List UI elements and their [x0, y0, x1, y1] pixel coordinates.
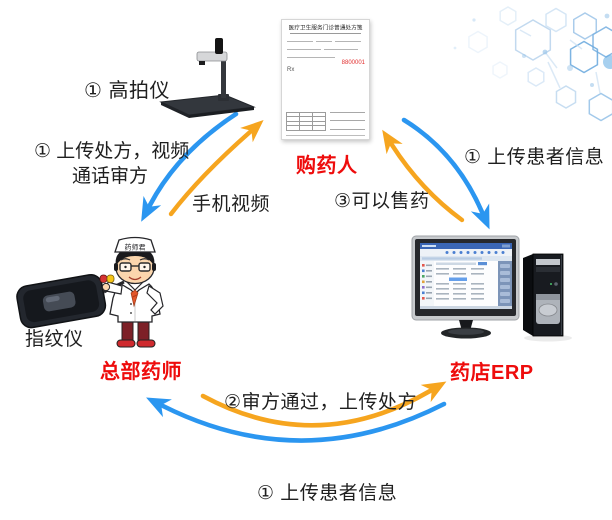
can-sell-label: ③可以售药	[334, 191, 430, 212]
molecule-decoration	[453, 4, 612, 125]
scanner-label: ① 高拍仪	[84, 80, 170, 102]
upload-prescription-video-line1: ① 上传处方，视频	[34, 141, 190, 162]
erp-computer-illustration	[411, 235, 572, 342]
erp-label: 药店ERP	[450, 362, 534, 384]
fingerprint-label: 指纹仪	[25, 329, 84, 350]
erp-screen	[420, 243, 512, 309]
prescription-serial: 8800001	[341, 60, 365, 66]
upload-prescription-video-line2: 通话审方	[71, 166, 148, 187]
prescription-fields	[282, 36, 369, 60]
capsule-icon	[99, 274, 115, 283]
upload-patient-info-bottom-label: ① 上传患者信息	[257, 483, 398, 504]
divider	[289, 33, 362, 34]
prescription-table	[286, 111, 326, 131]
pharmacist-cap-text: 药师君	[125, 243, 146, 252]
prescription-title: 医疗卫生服务门诊普通处方笺	[288, 25, 363, 32]
fingerprint-reader-illustration	[16, 274, 125, 329]
phone-video-label: 手机视频	[192, 194, 271, 215]
upload-patient-info-right-label: ① 上传患者信息	[464, 147, 605, 168]
rx-symbol: Rx	[287, 67, 295, 73]
upload-prescription-video-label: ① 上传处方，视频 通话审方	[34, 139, 190, 189]
review-pass-label: ②审方通过，上传处方	[224, 392, 418, 413]
document-camera-illustration	[159, 38, 256, 118]
buyer-label: 购药人	[296, 155, 358, 177]
pharmacist-label: 总部药师	[100, 361, 182, 383]
prescription-signature-lines	[330, 106, 365, 132]
prescription-footer	[282, 106, 369, 134]
pharmacist-illustration: 药师君	[99, 236, 164, 348]
prescription-document: 医疗卫生服务门诊普通处方笺 8800001 Rx	[281, 19, 370, 140]
pharmacist-cap	[114, 236, 156, 253]
